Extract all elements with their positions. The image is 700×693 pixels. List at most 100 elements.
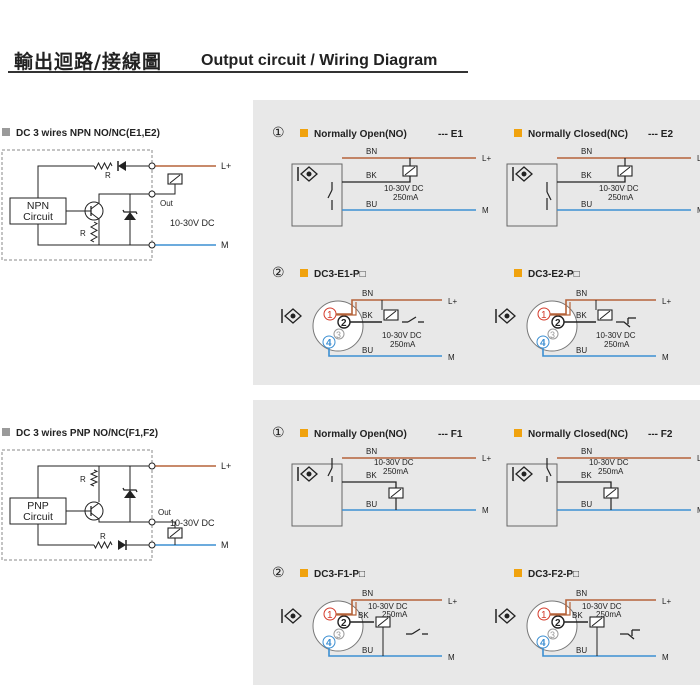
- resistor-label: R: [100, 532, 106, 541]
- circuit-dashed-box: [1, 149, 153, 261]
- out-wire: [98, 519, 149, 523]
- sensor-icon: [512, 166, 533, 182]
- relay-coil-slash: [591, 617, 603, 627]
- sensor-body: [291, 163, 343, 227]
- bk-label: BK: [366, 171, 377, 180]
- l-plus-label: L+: [662, 597, 671, 606]
- out-wire: [98, 193, 149, 203]
- circuit-wire: [37, 165, 94, 198]
- l-plus-label: L+: [482, 454, 491, 463]
- transistor-emitter: [90, 212, 100, 220]
- voltage-label: 10-30V DC: [368, 602, 408, 611]
- row2-number: ②: [272, 264, 285, 280]
- voltage-label: 10-30V DC: [596, 331, 636, 340]
- bk-label: BK: [362, 311, 373, 320]
- row1-left-code: --- F1: [438, 429, 463, 440]
- row1-left-code: --- E1: [438, 129, 463, 140]
- sensor-icon: [281, 608, 302, 624]
- terminal: [148, 190, 156, 198]
- sensor-icon-diamond: [515, 166, 533, 182]
- title-marker: [300, 569, 308, 577]
- row2-number: ②: [272, 564, 285, 580]
- bu-label: BU: [366, 200, 377, 209]
- pin-3-label: 3: [550, 630, 555, 640]
- terminal: [148, 241, 156, 249]
- m-label: M: [448, 653, 455, 662]
- row1-right-title: Normally Closed(NC): [528, 129, 628, 140]
- terminal: [148, 462, 156, 470]
- pin-1-label: 1: [327, 610, 333, 621]
- bk-wire: [557, 481, 612, 488]
- bk-label: BK: [572, 611, 583, 620]
- title-marker: [514, 129, 522, 137]
- switch-blade: [327, 467, 333, 477]
- sensor-icon-dot: [290, 613, 296, 619]
- circuit-wire: [37, 524, 94, 546]
- m-label: M: [697, 206, 700, 215]
- bn-label: BN: [576, 289, 587, 298]
- sensor-body: [291, 463, 343, 527]
- bu-wire: [328, 648, 442, 657]
- title-marker: [514, 429, 522, 437]
- m-label: M: [221, 240, 229, 250]
- bu-label: BU: [576, 346, 587, 355]
- bu-label: BU: [581, 500, 592, 509]
- pin-4-label: 4: [326, 338, 332, 349]
- relay-coil-slash: [390, 488, 402, 498]
- pin-2-label: 2: [341, 318, 347, 329]
- bk-wire: [557, 176, 626, 183]
- voltage-label: 10-30V DC: [384, 184, 424, 193]
- l-plus-label: L+: [482, 154, 491, 163]
- zener-diode: [124, 490, 136, 498]
- switch-blade: [546, 467, 552, 477]
- bk-label: BK: [581, 171, 592, 180]
- row1-right-code: --- E2: [648, 129, 673, 140]
- bu-label: BU: [362, 646, 373, 655]
- zener-diode: [124, 212, 136, 220]
- npn-diagram: DC 3 wires NPN NO/NC(E1,E2)NPNCircuitL+M…: [1, 100, 700, 385]
- m-label: M: [221, 540, 229, 550]
- l-plus-label: L+: [697, 154, 700, 163]
- title-marker: [514, 269, 522, 277]
- bk-wire: [342, 176, 411, 183]
- title-marker: [300, 269, 308, 277]
- relay-coil-slash: [599, 310, 611, 320]
- pin-1-label: 1: [541, 310, 547, 321]
- row2-right-title: DC3-E2-P□: [528, 269, 580, 280]
- pin-3: [547, 328, 559, 340]
- circuit-label-box: [9, 197, 67, 225]
- pin-3: [547, 628, 559, 640]
- current-label: 250mA: [608, 193, 634, 202]
- pin-3: [333, 328, 345, 340]
- row1-right-title: Normally Closed(NC): [528, 429, 628, 440]
- pin-1-label: 1: [327, 310, 333, 321]
- m-label: M: [482, 506, 489, 515]
- m-label: M: [482, 206, 489, 215]
- m-label: M: [697, 506, 700, 515]
- sensor-icon-dot: [290, 313, 296, 319]
- bn-label: BN: [576, 589, 587, 598]
- bn-wire: [336, 302, 357, 316]
- bu-label: BU: [576, 646, 587, 655]
- circuit-wire: [37, 224, 99, 246]
- bu-wire: [328, 348, 442, 357]
- sensor-icon: [281, 308, 302, 324]
- pin-3: [333, 628, 345, 640]
- voltage-label: 10-30V DC: [589, 458, 629, 467]
- pin-2-label: 2: [555, 318, 561, 329]
- relay-coil-slash: [605, 488, 617, 498]
- current-label: 250mA: [598, 467, 624, 476]
- sensor-icon: [495, 308, 516, 324]
- bn-wire: [336, 299, 442, 315]
- relay-coil-slash: [169, 528, 181, 538]
- transistor-emitter: [90, 512, 100, 520]
- sensor-icon-dot: [521, 171, 527, 177]
- sensor-icon-dot: [504, 613, 510, 619]
- contact-blade: [620, 633, 635, 640]
- pin-4-label: 4: [540, 638, 546, 649]
- bk-label: BK: [581, 471, 592, 480]
- sensor-icon-diamond: [284, 308, 302, 324]
- l-plus-label: L+: [221, 161, 231, 171]
